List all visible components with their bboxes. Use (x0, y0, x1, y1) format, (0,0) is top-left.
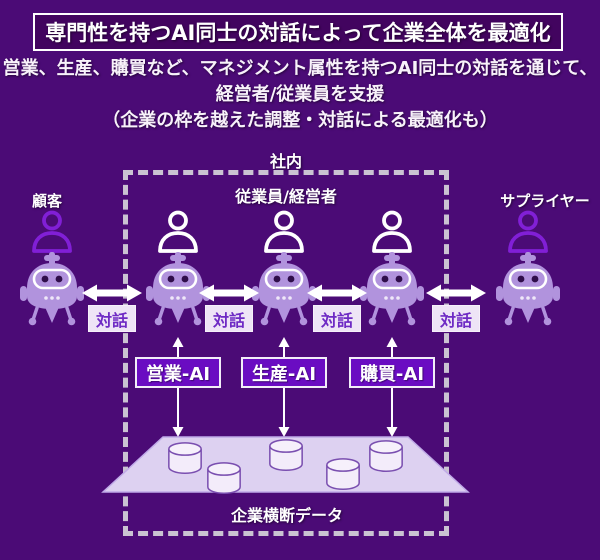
dialog-label-1: 対話 (88, 305, 136, 332)
dialog-label-4: 対話 (432, 305, 480, 332)
company-boundary-box (123, 170, 449, 536)
dialog-label-2: 対話 (205, 305, 253, 332)
subtitle: 営業、生産、購買など、マネジメント属性を持つAI同士の対話を通じて、 経営者/従… (0, 56, 600, 134)
robot-icon-supplier (496, 252, 560, 330)
platform-label: 企業横断データ (230, 506, 343, 525)
person-icon-employee-3 (369, 210, 415, 254)
ai-box-production: 生産-AI (241, 357, 327, 388)
database-icon-4 (324, 457, 362, 492)
customer-label: 顧客 (31, 192, 62, 210)
subtitle-line-3: （企業の枠を越えた調整・対話による最適化も） (102, 110, 498, 131)
robot-icon-customer (20, 252, 84, 330)
person-icon-employee-1 (155, 210, 201, 254)
double-arrow-icon-1 (81, 282, 143, 304)
person-icon-employee-2 (261, 210, 307, 254)
robot-icon-employee-3 (360, 252, 424, 330)
dialog-label-3: 対話 (313, 305, 361, 332)
person-icon-supplier (505, 210, 551, 254)
subtitle-line-1: 営業、生産、購買など、マネジメント属性を持つAI同士の対話を通じて、 (2, 58, 598, 79)
ai-box-sales: 営業-AI (135, 357, 221, 388)
subtitle-line-2: 経営者/従業員を支援 (215, 84, 385, 105)
scope-label: 社内 (269, 152, 302, 171)
supplier-label: サプライヤー (500, 192, 590, 210)
double-arrow-icon-4 (425, 282, 487, 304)
database-icon-5 (367, 439, 405, 474)
double-arrow-icon-3 (306, 282, 368, 304)
title-box: 専門性を持つAI同士の対話によって企業全体を最適化 (33, 13, 563, 51)
double-arrow-icon-2 (198, 282, 260, 304)
ai-box-purchasing: 購買-AI (349, 357, 435, 388)
database-icon-1 (166, 441, 204, 476)
person-icon-customer (29, 210, 75, 254)
employees-label: 従業員/経営者 (235, 187, 337, 206)
database-icon-2 (205, 461, 243, 496)
database-icon-3 (267, 438, 305, 473)
page-title: 専門性を持つAI同士の対話によって企業全体を最適化 (45, 21, 551, 45)
